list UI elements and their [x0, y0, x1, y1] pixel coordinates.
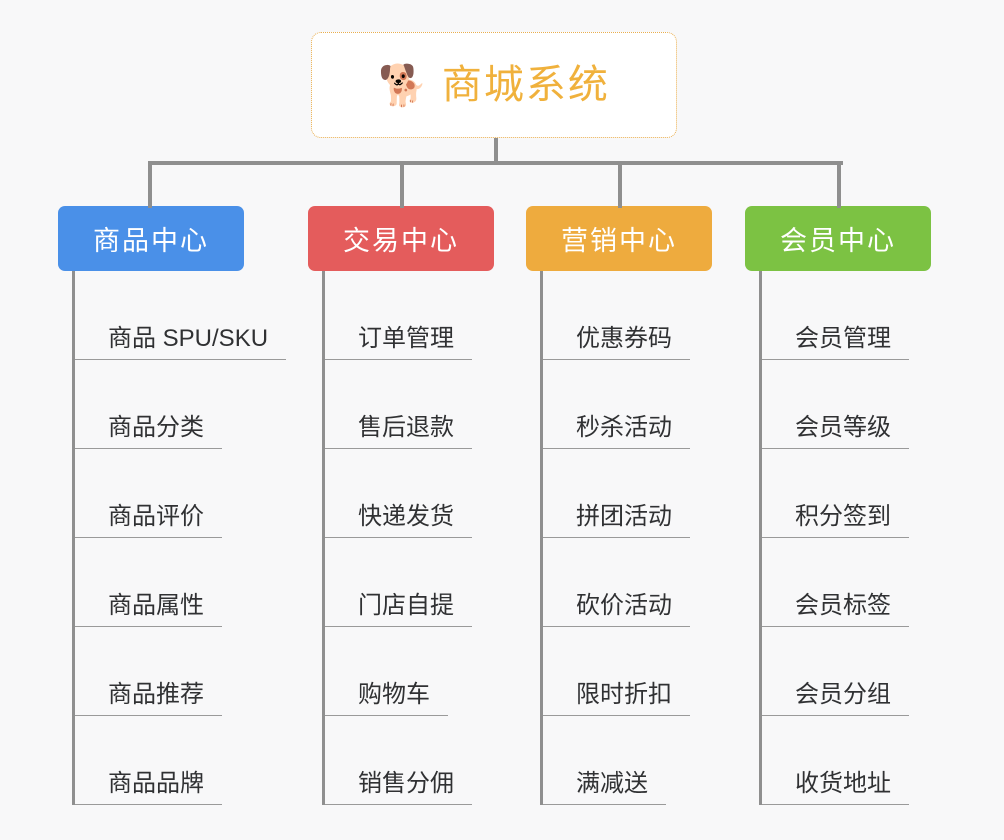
branch-item-underline	[540, 714, 690, 716]
branch-drop-connector	[837, 161, 841, 208]
branch-item-underline	[540, 358, 690, 360]
branch-item-underline	[759, 536, 909, 538]
branch-item-label: 快递发货	[358, 502, 454, 530]
branch-column: 商品中心商品 SPU/SKU 商品分类商品评价商品属性商品推荐商品品牌	[58, 206, 286, 805]
root-trunk-connector	[494, 138, 498, 165]
branch-item-label: 秒杀活动	[576, 413, 672, 441]
branch-spine-connector	[72, 271, 75, 805]
branch-header-label: 会员中心	[780, 226, 896, 256]
branch-item-label: 售后退款	[358, 413, 454, 441]
branch-header-1[interactable]: 商品中心	[58, 206, 244, 271]
branch-item-underline	[759, 358, 909, 360]
shiba-dog-face-icon: 🐕	[378, 64, 428, 108]
branch-item-underline	[759, 714, 909, 716]
branch-item-underline	[322, 536, 472, 538]
branch-spine-connector	[322, 271, 325, 805]
branch-spine-connector	[759, 271, 762, 805]
branch-header-label: 营销中心	[561, 226, 677, 256]
branch-bus-connector	[148, 161, 843, 165]
branch-item-underline	[759, 625, 909, 627]
branch-item-label: 商品品牌	[108, 769, 204, 797]
branch-item-underline	[322, 625, 472, 627]
branch-item-label: 限时折扣	[576, 680, 672, 708]
branch-item-label: 会员等级	[795, 413, 891, 441]
root-title: 商城系统	[441, 63, 610, 107]
root-node[interactable]: 🐕 商城系统	[311, 32, 677, 138]
branch-item-label: 商品分类	[108, 413, 204, 441]
branch-item-label: 拼团活动	[576, 502, 672, 530]
branch-item-label: 会员标签	[795, 591, 891, 619]
branch-item-underline	[540, 447, 690, 449]
branch-item-label: 商品评价	[108, 502, 204, 530]
branch-item-underline	[322, 803, 472, 805]
branch-item-label: 商品 SPU/SKU	[108, 324, 269, 352]
branch-item-underline	[322, 447, 472, 449]
branch-item-underline	[759, 803, 909, 805]
branch-drop-connector	[148, 161, 152, 208]
branch-header-label: 交易中心	[343, 226, 459, 256]
branch-item-label: 订单管理	[358, 324, 454, 352]
branch-item-underline	[759, 447, 909, 449]
branch-drop-connector	[618, 161, 622, 208]
branch-item-underline	[72, 803, 222, 805]
branch-header-3[interactable]: 营销中心	[526, 206, 712, 271]
branch-column: 交易中心订单管理售后退款快递发货门店自提购物车销售分佣	[308, 206, 494, 805]
branch-item-label: 会员分组	[795, 680, 891, 708]
branch-item-underline	[72, 447, 222, 449]
branch-item-label: 收货地址	[795, 769, 891, 797]
branch-item-label: 满减送	[576, 769, 648, 797]
branch-item-underline	[72, 625, 222, 627]
branch-header-4[interactable]: 会员中心	[745, 206, 931, 271]
branch-header-2[interactable]: 交易中心	[308, 206, 494, 271]
branch-column: 营销中心优惠券码秒杀活动拼团活动砍价活动限时折扣满减送	[526, 206, 712, 805]
branch-item-label: 优惠券码	[576, 324, 672, 352]
branch-item-underline	[72, 714, 222, 716]
branch-item-underline	[540, 625, 690, 627]
branch-item-underline	[540, 536, 690, 538]
branch-item-label: 销售分佣	[358, 769, 454, 797]
branch-column: 会员中心会员管理会员等级积分签到会员标签会员分组收货地址	[745, 206, 931, 805]
branch-item-label: 商品属性	[108, 591, 204, 619]
branch-item-label: 商品推荐	[108, 680, 204, 708]
branch-item-label: 砍价活动	[576, 591, 672, 619]
branch-drop-connector	[400, 161, 404, 208]
branch-item-underline	[72, 536, 222, 538]
branch-item-underline	[322, 714, 448, 716]
branch-item-label: 门店自提	[358, 591, 454, 619]
branch-item-label: 购物车	[358, 680, 430, 708]
branch-item-underline	[72, 358, 286, 360]
branch-item-label: 积分签到	[795, 502, 891, 530]
branch-item-underline	[322, 358, 472, 360]
branch-header-label: 商品中心	[93, 226, 209, 256]
branch-spine-connector	[540, 271, 543, 805]
branch-item-label: 会员管理	[795, 324, 891, 352]
branch-item-underline	[540, 803, 666, 805]
